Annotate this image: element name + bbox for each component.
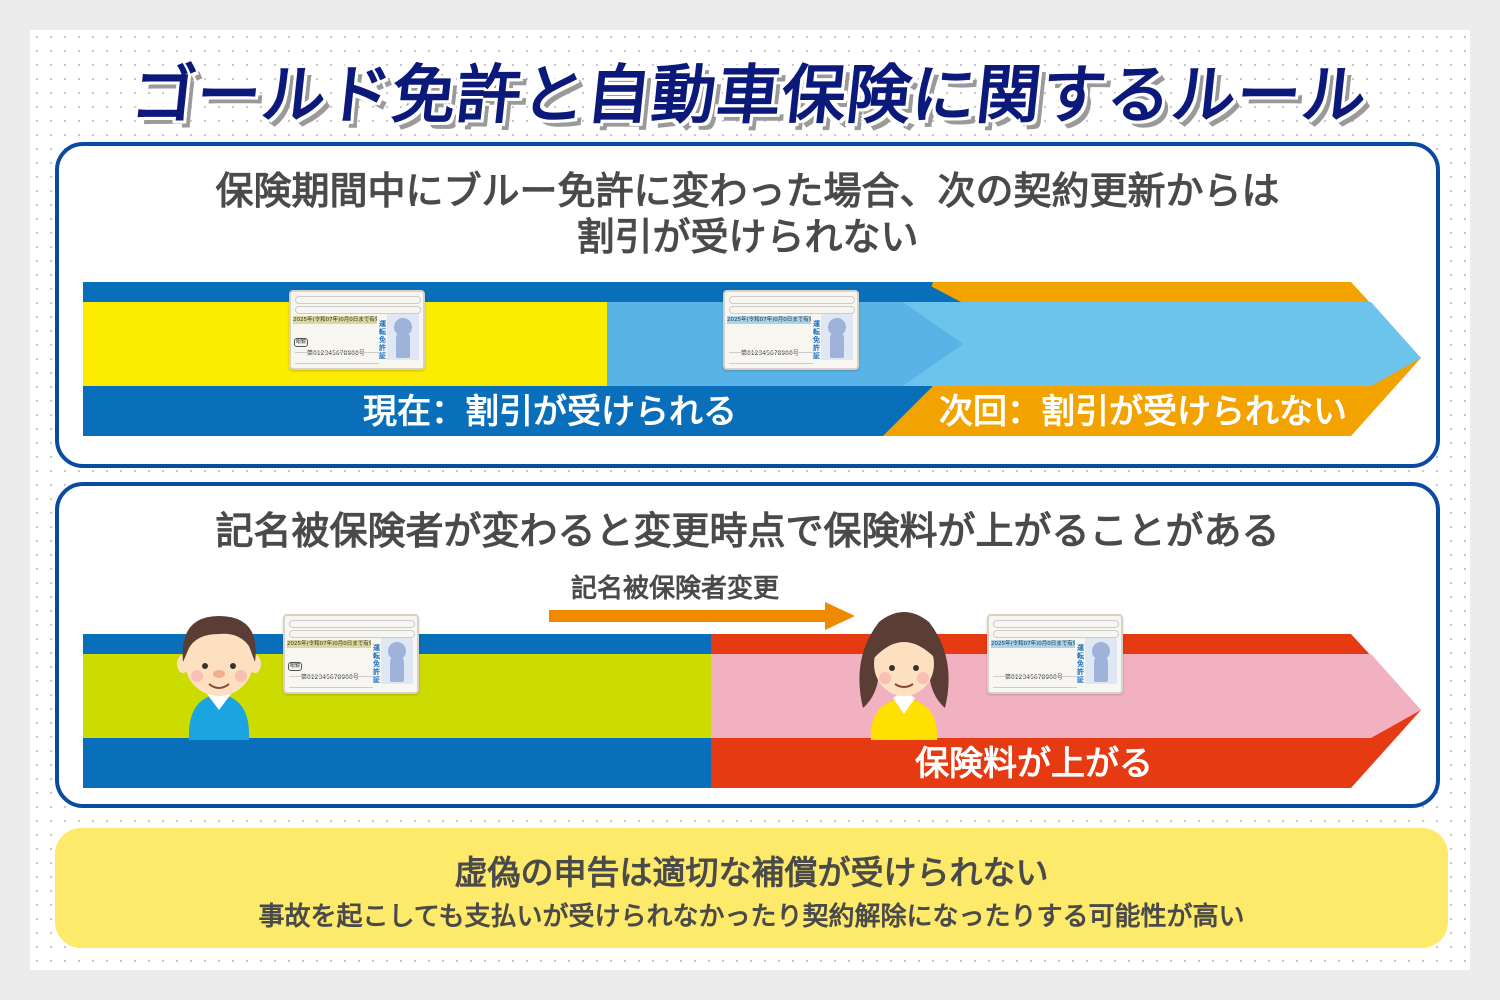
photo-placeholder-icon (1085, 638, 1117, 684)
photo-placeholder-icon (821, 314, 853, 360)
photo-placeholder-icon (381, 638, 413, 684)
panel-license-color-change: 保険期間中にブルー免許に変わった場合、次の契約更新からは 割引が受けられない 2… (55, 142, 1440, 468)
panel-heading: 記名被保険者が変わると変更時点で保険料が上がることがある (215, 509, 1280, 553)
panel-insured-change: 記名被保険者が変わると変更時点で保険料が上がることがある 記名被保険者変更 (55, 482, 1440, 808)
panel-heading-line2: 割引が受けられない (576, 215, 919, 259)
change-arrow-icon (549, 602, 855, 630)
blue-license-card: 2025年(令和07年)0月0日まで有効 第012345678900号 運転免許… (987, 614, 1123, 694)
photo-placeholder-icon (387, 314, 419, 360)
gold-license-card: 2025年(令和07年)0月0日まで有効 眼鏡 第012345678900号 運… (289, 290, 425, 370)
premium-increase-label: 保険料が上がる (915, 744, 1153, 784)
panel-heading: 保険期間中にブルー免許に変わった場合、次の契約更新からは 割引が受けられない (59, 168, 1436, 260)
change-arrow-label: 記名被保険者変更 (571, 574, 780, 604)
current-discount-label: 現在：割引が受けられる (363, 392, 737, 432)
blue-license-card: 2025年(令和07年)0月0日まで有効 第012345678900号 運転免許… (723, 290, 859, 370)
panel-heading-line1: 保険期間中にブルー免許に変わった場合、次の契約更新からは (215, 169, 1280, 213)
next-no-discount-label: 次回：割引が受けられない (939, 392, 1347, 432)
warning-subtitle: 事故を起こしても支払いが受けられなかったり契約解除になったりする可能性が高い (258, 902, 1245, 932)
main-title: ゴールド免許と自動車保険に関するルール (127, 59, 1371, 133)
woman-avatar-icon (859, 612, 949, 740)
gold-license-card: 2025年(令和07年)0月0日まで有効 眼鏡 第012345678900号 運… (283, 614, 419, 694)
man-avatar-icon (177, 616, 261, 740)
warning-title: 虚偽の申告は適切な補償が受けられない (454, 853, 1049, 892)
warning-box: 虚偽の申告は適切な補償が受けられない 事故を起こしても支払いが受けられなかったり… (55, 828, 1448, 948)
